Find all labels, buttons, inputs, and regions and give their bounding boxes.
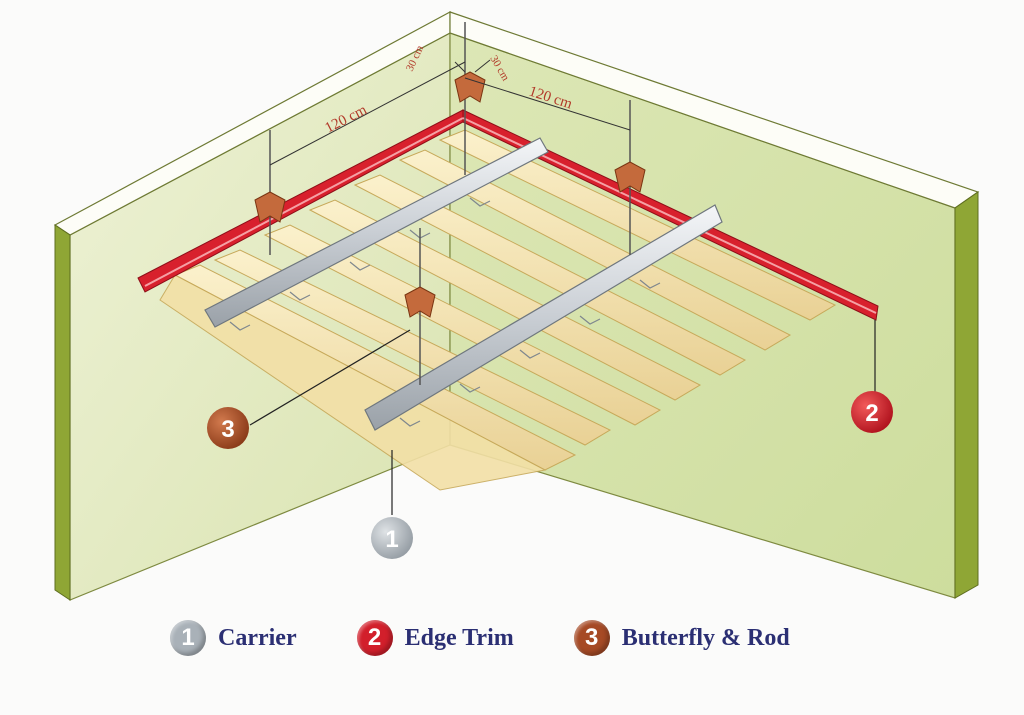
ceiling-slats [159, 129, 837, 491]
legend-badge-carrier: 1 [170, 620, 206, 656]
legend-item-edge-trim: 2 Edge Trim [356, 620, 514, 656]
butterfly-clip [614, 161, 646, 193]
callout-edge-trim-badge [851, 391, 893, 433]
legend-item-butterfly-rod: 3 Butterfly & Rod [573, 620, 790, 656]
butterfly-clip [404, 286, 436, 318]
slat [353, 174, 747, 376]
callout-carrier-badge [371, 517, 413, 559]
slat [263, 224, 662, 426]
callout-butterfly: 3 [207, 407, 249, 449]
callout-butterfly-number: 3 [221, 416, 234, 443]
butterfly-clips [254, 71, 646, 318]
butterfly-clip [254, 191, 286, 223]
legend-badge-butterfly-rod: 3 [573, 620, 610, 656]
callout-leaders [249, 320, 876, 515]
butterfly-clip [454, 71, 486, 103]
carrier-1-teeth [229, 197, 491, 331]
leader-butterfly [249, 329, 411, 426]
edge-trim [137, 109, 879, 321]
callout-edge-trim-number: 2 [865, 400, 878, 427]
carrier-2-teeth [399, 279, 661, 427]
slat [213, 249, 612, 446]
legend-label-butterfly-rod: Butterfly & Rod [621, 624, 790, 651]
legend-label-carrier: Carrier [218, 624, 297, 651]
wall-end-left [54, 224, 71, 601]
callout-butterfly-badge [207, 407, 249, 449]
slat [308, 199, 702, 401]
legend: 1 Carrier 2 Edge Trim 3 Butterfly & Rod [170, 612, 890, 664]
slat [398, 149, 792, 351]
callout-edge-trim: 2 [851, 391, 893, 433]
callout-carrier-number: 1 [385, 526, 398, 553]
carrier-1 [204, 137, 549, 328]
wall-end-right [954, 191, 979, 599]
ceiling-panel-face [159, 274, 547, 491]
carrier-2 [364, 204, 723, 431]
callout-carrier: 1 [371, 517, 413, 559]
slat [438, 129, 837, 321]
carriers [204, 137, 723, 431]
legend-item-carrier: 1 Carrier [170, 620, 297, 656]
legend-badge-edge-trim: 2 [356, 620, 393, 656]
legend-label-edge-trim: Edge Trim [404, 624, 514, 651]
dimension-lines [269, 59, 631, 166]
